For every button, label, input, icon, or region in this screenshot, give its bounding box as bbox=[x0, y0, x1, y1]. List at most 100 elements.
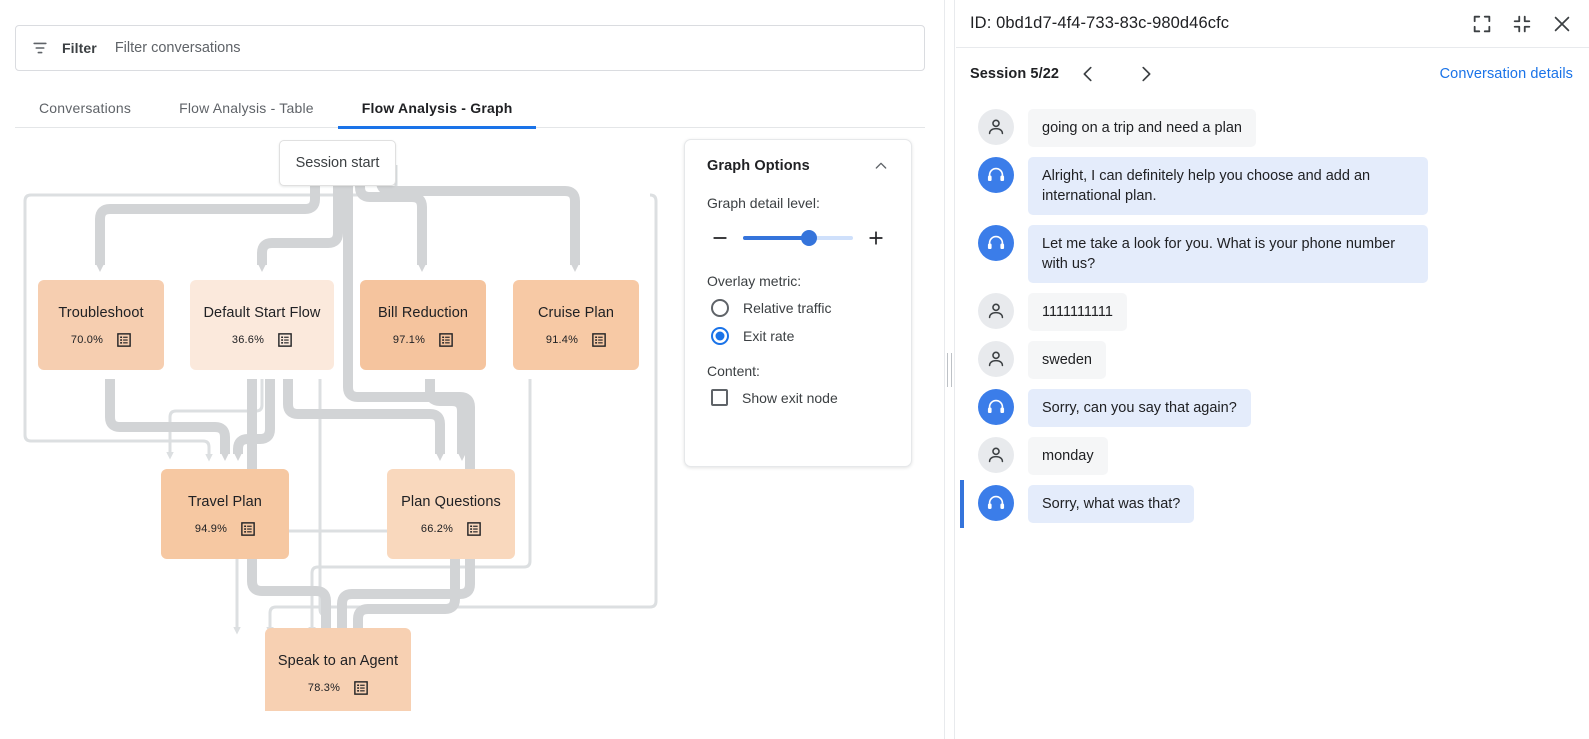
chevron-right-icon[interactable] bbox=[1131, 59, 1161, 89]
graph-options-title: Graph Options bbox=[707, 158, 810, 174]
message-item-highlighted: Sorry, what was that? bbox=[956, 480, 1589, 528]
node-label: Plan Questions bbox=[401, 493, 501, 510]
conversation-panel: ID: 0bd1d7-4f4-733-83c-980d46cfc Session… bbox=[956, 0, 1589, 739]
graph-node-default-start-flow[interactable]: Default Start Flow 36.6% bbox=[190, 280, 334, 370]
session-counter: Session 5/22 bbox=[970, 66, 1060, 82]
message-bubble: going on a trip and need a plan bbox=[1028, 109, 1256, 147]
list-detail-icon[interactable] bbox=[467, 521, 481, 536]
list-detail-icon[interactable] bbox=[354, 680, 368, 695]
message-item: monday bbox=[956, 432, 1589, 480]
detail-level-slider-row bbox=[707, 225, 889, 251]
detail-level-slider[interactable] bbox=[743, 230, 853, 246]
node-meta: 70.0% bbox=[70, 332, 131, 347]
list-detail-icon[interactable] bbox=[592, 332, 606, 347]
conversation-details-link[interactable]: Conversation details bbox=[1439, 66, 1573, 82]
list-detail-icon[interactable] bbox=[278, 332, 292, 347]
node-meta: 94.9% bbox=[194, 521, 255, 536]
list-detail-icon[interactable] bbox=[439, 332, 453, 347]
filter-icon bbox=[33, 42, 47, 54]
avatar-user bbox=[978, 109, 1014, 145]
node-exit-rate: 70.0% bbox=[70, 333, 104, 346]
checkbox-show-exit-node[interactable]: Show exit node bbox=[707, 389, 889, 406]
message-bubble: monday bbox=[1028, 437, 1108, 475]
message-list[interactable]: going on a trip and need a plan Alright,… bbox=[956, 100, 1589, 739]
filter-input[interactable]: Filter conversations bbox=[114, 40, 241, 56]
slider-thumb[interactable] bbox=[801, 230, 817, 246]
collapse-icon[interactable] bbox=[1511, 13, 1533, 35]
avatar-agent bbox=[978, 389, 1014, 425]
graph-node-troubleshoot[interactable]: Troubleshoot 70.0% bbox=[38, 280, 164, 370]
node-meta: 36.6% bbox=[231, 332, 292, 347]
graph-node-speak-to-an-agent[interactable]: Speak to an Agent 78.3% bbox=[265, 628, 411, 711]
detail-level-label: Graph detail level: bbox=[707, 195, 820, 211]
node-exit-rate: 36.6% bbox=[231, 333, 265, 346]
message-bubble: sweden bbox=[1028, 341, 1106, 379]
graph-options-header[interactable]: Graph Options bbox=[707, 158, 889, 174]
avatar-agent bbox=[978, 485, 1014, 521]
message-item: Sorry, can you say that again? bbox=[956, 384, 1589, 432]
radio-exit-rate[interactable]: Exit rate bbox=[707, 327, 889, 345]
chevron-up-icon[interactable] bbox=[873, 158, 889, 174]
session-start-label: Session start bbox=[295, 155, 380, 171]
node-label: Cruise Plan bbox=[537, 304, 615, 321]
conversation-id: ID: 0bd1d7-4f4-733-83c-980d46cfc bbox=[970, 14, 1230, 32]
graph-node-plan-questions[interactable]: Plan Questions 66.2% bbox=[387, 469, 515, 559]
pane-splitter[interactable] bbox=[944, 0, 955, 739]
session-start-node[interactable]: Session start bbox=[279, 140, 396, 186]
avatar-user bbox=[978, 437, 1014, 473]
overlay-metric-label: Overlay metric: bbox=[707, 273, 802, 289]
radio-label: Exit rate bbox=[743, 328, 795, 344]
minus-icon[interactable] bbox=[707, 225, 733, 251]
tab-bar: Conversations Flow Analysis - Table Flow… bbox=[15, 88, 925, 129]
filter-bar[interactable]: Filter Filter conversations bbox=[15, 25, 925, 71]
slider-fill bbox=[743, 236, 809, 240]
node-meta: 78.3% bbox=[307, 680, 368, 695]
content-label: Content: bbox=[707, 363, 760, 379]
node-label: Travel Plan bbox=[188, 493, 262, 510]
message-item: Let me take a look for you. What is your… bbox=[956, 220, 1589, 288]
node-exit-rate: 66.2% bbox=[420, 522, 454, 535]
graph-node-cruise-plan[interactable]: Cruise Plan 91.4% bbox=[513, 280, 639, 370]
graph-canvas[interactable]: Session start Troubleshoot 70.0% bbox=[0, 129, 945, 711]
tab-conversations[interactable]: Conversations bbox=[39, 100, 132, 116]
avatar-user bbox=[978, 293, 1014, 329]
node-label: Troubleshoot bbox=[58, 304, 144, 321]
radio-indicator[interactable] bbox=[711, 299, 729, 317]
message-bubble: Sorry, what was that? bbox=[1028, 485, 1195, 523]
node-meta: 97.1% bbox=[393, 332, 453, 347]
conversation-header: ID: 0bd1d7-4f4-733-83c-980d46cfc bbox=[956, 0, 1589, 48]
graph-options-panel: Graph Options Graph detail level: Ove bbox=[684, 139, 912, 467]
list-detail-icon[interactable] bbox=[241, 521, 255, 536]
expand-icon[interactable] bbox=[1471, 13, 1493, 35]
filter-label: Filter bbox=[62, 40, 97, 56]
list-detail-icon[interactable] bbox=[117, 332, 131, 347]
plus-icon[interactable] bbox=[863, 225, 889, 251]
avatar-agent bbox=[978, 225, 1014, 261]
session-navigation: Session 5/22 Conversation details bbox=[956, 48, 1589, 100]
chevron-left-icon[interactable] bbox=[1073, 59, 1103, 89]
tab-flow-analysis-table[interactable]: Flow Analysis - Table bbox=[179, 100, 314, 116]
radio-relative-traffic[interactable]: Relative traffic bbox=[707, 299, 889, 317]
graph-node-travel-plan[interactable]: Travel Plan 94.9% bbox=[161, 469, 289, 559]
avatar-user bbox=[978, 341, 1014, 377]
left-pane: Filter Filter conversations Conversation… bbox=[0, 0, 945, 739]
message-item: sweden bbox=[956, 336, 1589, 384]
close-icon[interactable] bbox=[1551, 13, 1573, 35]
checkbox-label: Show exit node bbox=[742, 389, 838, 406]
checkbox-indicator[interactable] bbox=[711, 389, 728, 406]
graph-edges bbox=[23, 165, 658, 636]
message-bubble: 1111111111 bbox=[1028, 293, 1127, 331]
node-label: Speak to an Agent bbox=[277, 652, 399, 669]
radio-label: Relative traffic bbox=[743, 300, 832, 316]
message-bubble: Alright, I can definitely help you choos… bbox=[1028, 157, 1428, 215]
node-exit-rate: 78.3% bbox=[307, 681, 341, 694]
radio-indicator[interactable] bbox=[711, 327, 729, 345]
graph-node-bill-reduction[interactable]: Bill Reduction 97.1% bbox=[360, 280, 486, 370]
node-exit-rate: 94.9% bbox=[194, 522, 228, 535]
splitter-grip bbox=[947, 352, 952, 387]
node-meta: 66.2% bbox=[420, 521, 481, 536]
node-label: Bill Reduction bbox=[377, 304, 469, 321]
tab-flow-analysis-graph[interactable]: Flow Analysis - Graph bbox=[337, 88, 537, 129]
node-label: Default Start Flow bbox=[203, 304, 321, 321]
